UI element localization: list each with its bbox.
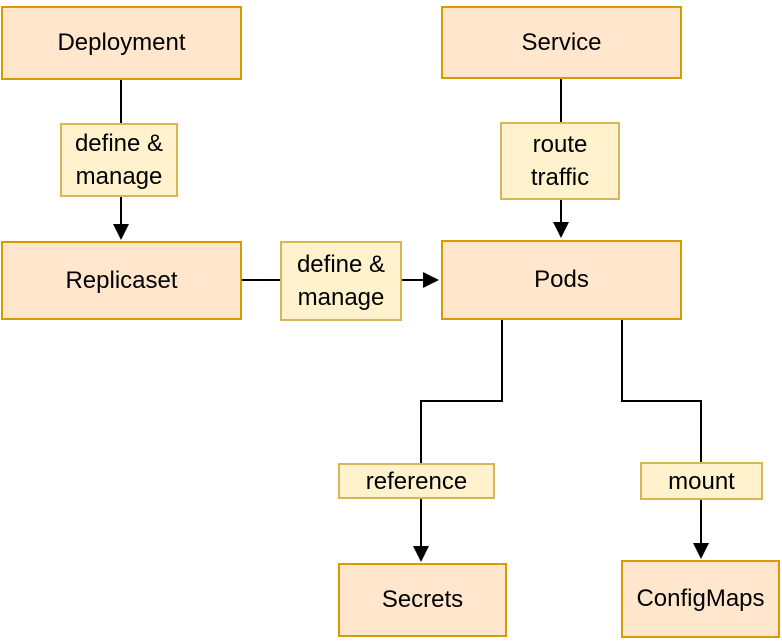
arrow-right-icon <box>423 272 439 288</box>
node-configmaps-label: ConfigMaps <box>636 585 765 612</box>
arrow-down-icon <box>113 224 129 240</box>
edge-label-define-manage-1: define & manage <box>60 123 178 197</box>
edge-label-define-manage-2-text: define & manage <box>296 251 386 311</box>
node-pods: Pods <box>441 240 682 320</box>
edge-pods-to-configmaps <box>621 320 709 559</box>
node-secrets: Secrets <box>338 563 507 637</box>
edge-pods-to-secrets <box>413 320 503 562</box>
edge-label-mount: mount <box>640 462 763 500</box>
edge-label-define-manage-1-text: define & manage <box>74 130 164 190</box>
edge-label-mount-text: mount <box>668 467 735 495</box>
node-replicaset-label: Replicaset <box>65 266 178 294</box>
node-service: Service <box>441 6 682 79</box>
arrow-down-icon <box>693 543 709 559</box>
edge-label-route-traffic: route traffic <box>500 122 620 200</box>
node-replicaset: Replicaset <box>1 241 242 320</box>
edge-label-define-manage-2: define & manage <box>280 241 402 321</box>
edge-label-reference: reference <box>338 463 495 499</box>
edge-label-reference-text: reference <box>365 467 468 495</box>
node-deployment: Deployment <box>1 6 242 80</box>
node-secrets-label: Secrets <box>381 586 464 613</box>
node-configmaps: ConfigMaps <box>621 560 780 638</box>
arrow-down-icon <box>553 222 569 238</box>
node-deployment-label: Deployment <box>57 29 186 56</box>
edge-label-route-traffic-text: route traffic <box>530 131 590 191</box>
node-service-label: Service <box>521 28 602 56</box>
node-pods-label: Pods <box>534 266 589 293</box>
arrow-down-icon <box>413 546 429 562</box>
